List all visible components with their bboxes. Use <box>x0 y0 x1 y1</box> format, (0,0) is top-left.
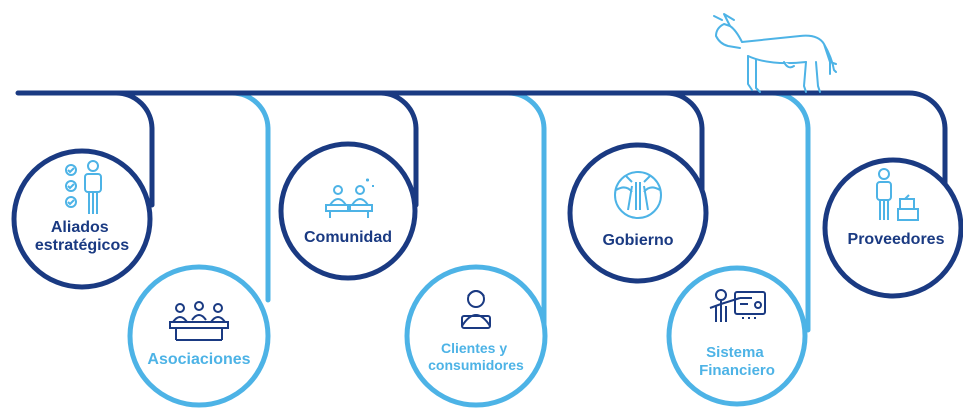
checklist-person-icon <box>65 160 102 214</box>
node-comunidad: Comunidad <box>278 141 418 281</box>
node-proveedores: Proveedores <box>822 157 963 299</box>
node-aliados-line-1: Aliados <box>51 219 109 236</box>
cow-icon <box>713 13 837 93</box>
node-circle <box>127 264 271 408</box>
people-at-desks-icon <box>325 178 374 218</box>
node-aliados-line-2: estratégicos <box>35 237 129 254</box>
node-clientes-label: Clientes y consumidores <box>428 340 524 373</box>
node-gobierno-line-1: Gobierno <box>602 232 673 249</box>
node-circle <box>11 148 153 290</box>
connectors <box>15 90 948 343</box>
node-asociaciones-line-1: Asociaciones <box>147 351 250 368</box>
node-aliados-label: Aliados estratégicos <box>35 219 129 254</box>
node-gobierno-label: Gobierno <box>602 232 673 249</box>
node-asociaciones: Asociaciones <box>127 264 271 408</box>
node-proveedores-line-1: Proveedores <box>848 231 945 248</box>
person-with-boxes-icon <box>876 168 919 221</box>
node-clientes: Clientes y consumidores <box>404 264 548 408</box>
node-aliados: Aliados estratégicos <box>11 148 153 290</box>
node-proveedores-label: Proveedores <box>848 231 945 248</box>
node-clientes-line-2: consumidores <box>428 357 524 373</box>
presenter-board-icon <box>709 289 766 322</box>
node-sistema-label: Sistema Financiero <box>699 344 775 379</box>
node-circle <box>666 265 808 407</box>
connector-proveedores <box>657 90 948 235</box>
node-asociaciones-label: Asociaciones <box>147 351 250 368</box>
node-sistema-line-2: Financiero <box>699 362 775 379</box>
meeting-table-icon <box>169 301 229 341</box>
node-sistema-line-1: Sistema <box>706 344 764 361</box>
node-circle <box>404 264 548 408</box>
node-circle <box>567 142 709 284</box>
joined-hands-icon <box>614 171 662 219</box>
node-gobierno: Gobierno <box>567 142 709 284</box>
person-at-laptop-icon <box>461 290 491 329</box>
node-comunidad-label: Comunidad <box>304 229 392 246</box>
node-circle <box>822 157 963 299</box>
node-clientes-line-1: Clientes y <box>441 340 507 356</box>
node-sistema: Sistema Financiero <box>666 265 808 407</box>
node-comunidad-line-1: Comunidad <box>304 229 392 246</box>
